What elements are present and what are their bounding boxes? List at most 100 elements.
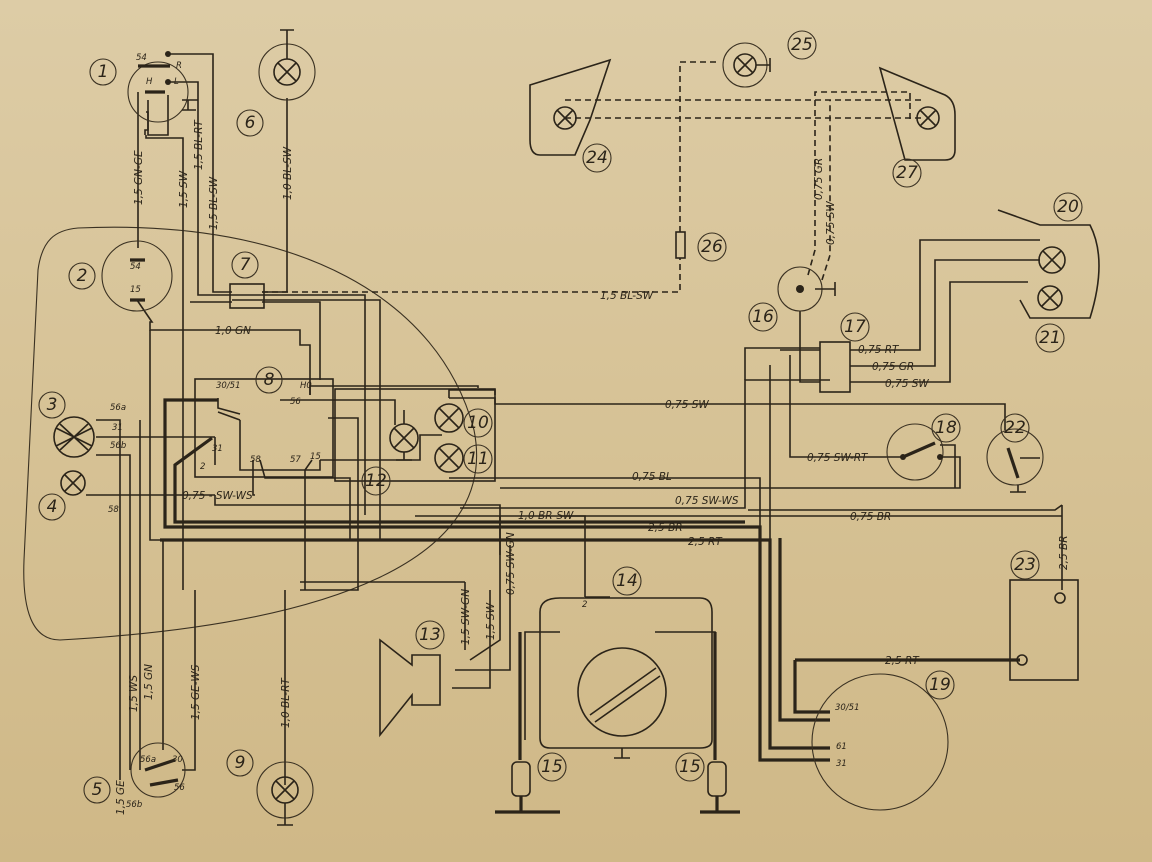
lamp-25 <box>722 42 771 88</box>
svg-text:56a: 56a <box>110 403 126 413</box>
svg-text:15: 15 <box>310 452 321 462</box>
svg-text:23: 23 <box>1014 555 1036 575</box>
component-number-12: 12 <box>361 466 391 496</box>
wire-label: 2,5 BR <box>1058 535 1070 570</box>
wire-label: 0,75 BR <box>850 511 891 523</box>
component-number-2: 2 <box>68 262 96 290</box>
wire-label: 1,5 GN <box>143 664 155 700</box>
lamp-3 <box>53 416 95 458</box>
wires-dashed <box>262 61 925 293</box>
component-number-5: 5 <box>83 776 111 804</box>
svg-text:31: 31 <box>212 444 223 454</box>
wire-label: 1,5 SW <box>178 170 190 208</box>
component-number-15-left: 15 <box>537 752 567 782</box>
svg-text:11: 11 <box>467 449 489 469</box>
wire-label: 2,5 RT <box>688 536 723 548</box>
svg-text:2: 2 <box>200 462 205 472</box>
svg-text:27: 27 <box>896 163 918 183</box>
svg-text:57: 57 <box>290 455 301 465</box>
component-number-18: 18 <box>931 413 961 443</box>
wire-label: 1,0 BR-SW <box>518 510 574 522</box>
svg-text:4: 4 <box>47 497 58 517</box>
generator-14 <box>539 597 713 759</box>
svg-text:58: 58 <box>108 505 119 515</box>
svg-text:17: 17 <box>844 317 866 337</box>
lamp-11 <box>434 443 464 473</box>
wire-label: 0,75 SW <box>825 201 837 245</box>
wire-label: 1,5 SW <box>485 602 497 640</box>
svg-text:15: 15 <box>679 757 701 777</box>
svg-text:30/51: 30/51 <box>216 381 241 391</box>
wires-thick <box>160 398 1020 762</box>
switch-2 <box>101 240 173 312</box>
wire-label: 0,75 SW-RT <box>807 452 869 464</box>
component-number-11: 11 <box>463 444 493 474</box>
svg-text:5: 5 <box>92 780 103 800</box>
ignition-coil-15-left <box>495 761 560 814</box>
svg-text:14: 14 <box>616 571 638 591</box>
lamp-6 <box>258 29 316 101</box>
ignition-switch-1 <box>127 51 198 123</box>
component-number-6: 6 <box>236 109 264 137</box>
lamp-9 <box>256 761 314 826</box>
svg-text:12: 12 <box>365 471 387 491</box>
junction-box-17 <box>819 341 851 393</box>
regulator-19 <box>811 673 949 811</box>
tail-lamp-27 <box>878 66 956 161</box>
component-number-24: 24 <box>582 143 612 173</box>
svg-text:15: 15 <box>130 285 141 295</box>
component-numbers: 1 2 3 4 5 6 7 8 9 10 11 12 13 14 15 15 1… <box>38 30 1083 804</box>
svg-text:R: R <box>176 61 182 71</box>
component-number-7: 7 <box>231 251 259 279</box>
svg-text:22: 22 <box>1004 418 1026 438</box>
svg-text:3: 3 <box>47 395 58 415</box>
wire-label: 0,75 GR <box>872 361 914 373</box>
svg-text:31: 31 <box>836 759 847 769</box>
wire-label: 1,5 BL-SW <box>208 176 220 230</box>
component-number-10: 10 <box>463 408 493 438</box>
svg-text:H0: H0 <box>300 381 312 391</box>
lamp-12 <box>389 410 419 461</box>
component-number-15-right: 15 <box>675 752 705 782</box>
component-number-26: 26 <box>697 232 727 262</box>
svg-text:15: 15 <box>541 757 563 777</box>
svg-text:1: 1 <box>98 62 109 82</box>
svg-text:30/51: 30/51 <box>835 703 860 713</box>
wire-label: 1,5 WS <box>128 675 140 712</box>
svg-text:9: 9 <box>235 753 246 773</box>
wire-label: 1,5 BL-SW <box>600 290 654 302</box>
wire-label: 1,0 GN <box>215 325 251 337</box>
wire-label: 0,75 RT <box>858 344 900 356</box>
svg-text:31: 31 <box>112 423 123 433</box>
component-number-14: 14 <box>612 566 642 596</box>
svg-text:61: 61 <box>836 742 847 752</box>
wire-label: 0,75 SW-WS <box>675 495 739 507</box>
horn-13 <box>379 638 441 738</box>
component-number-9: 9 <box>226 749 254 777</box>
svg-text:24: 24 <box>586 148 608 168</box>
svg-text:30: 30 <box>172 755 183 765</box>
svg-text:56b: 56b <box>126 800 142 810</box>
lamp-10 <box>434 403 464 433</box>
headlamp-housing-outline <box>23 226 478 641</box>
component-number-3: 3 <box>38 391 66 419</box>
headlight-20-21 <box>997 209 1100 319</box>
svg-text:54: 54 <box>136 53 147 63</box>
wire-labels: 1,5 GN-GE 1,5 SW 1,5 BL-RT 1,5 BL-SW 1,0… <box>115 119 1070 815</box>
switch-18 <box>886 423 944 481</box>
svg-text:25: 25 <box>791 35 813 55</box>
wire-label: 1,5 SW-GN <box>460 589 472 645</box>
svg-text:20: 20 <box>1057 197 1079 217</box>
ignition-coil-15-right <box>700 761 740 814</box>
svg-text:7: 7 <box>240 255 251 275</box>
wire-label: 1,5 GN-GE <box>133 150 145 205</box>
component-number-20: 20 <box>1053 192 1083 222</box>
wire-label: 1,5 BL-RT <box>193 119 205 170</box>
wire-label: 0,75 - SW-WS <box>182 490 253 502</box>
terminal-labels: 54 R H L 54 15 56a 31 56b 58 30/51 H0 56… <box>108 53 860 810</box>
wire-label: 2,5 RT <box>885 655 920 667</box>
wire-label: 1,0 BL-RT <box>280 677 292 728</box>
component-number-21: 21 <box>1035 323 1065 353</box>
